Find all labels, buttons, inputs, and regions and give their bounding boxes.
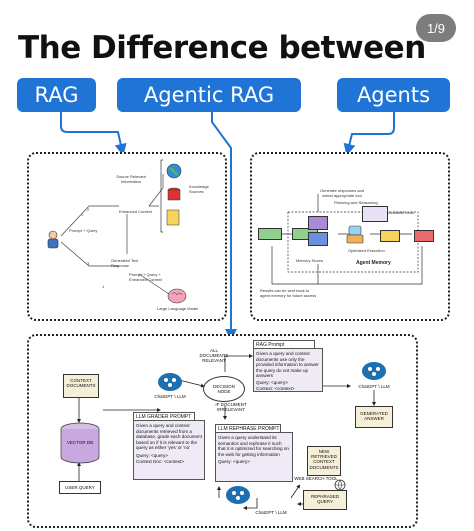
generated-answer-label: GENERATED ANSWER [360, 411, 388, 422]
robot-icon [346, 225, 364, 244]
memory-block [308, 232, 328, 246]
rag-prompt-context: Context: <context> [256, 385, 295, 391]
generated-answer-card: GENERATED ANSWER [355, 406, 393, 428]
page-title: The Difference between [18, 30, 426, 66]
tool-output-box [380, 230, 400, 242]
page-counter: 1/9 [416, 14, 456, 42]
rephrase-prompt-text: Given a query understand its semantics a… [218, 435, 289, 457]
web-search-label: WEB SEARCH TOOL [294, 476, 338, 481]
available-tools-box [362, 206, 388, 222]
agentic-connector [211, 112, 237, 341]
context-documents-label: CONTEXT DOCUMENTS [66, 378, 96, 389]
agents-diagram-panel: Generate responses and select appropriat… [250, 152, 450, 321]
vector-db-icon [60, 422, 100, 464]
user-query-label: USER QUERY [65, 485, 95, 490]
final-output-box [414, 230, 434, 242]
rag-connector [60, 112, 127, 156]
context-documents-card: CONTEXT DOCUMENTS [63, 374, 99, 398]
grader-prompt-doc: Context Doc: <context> [136, 458, 185, 464]
step-1-marker: 1 [81, 212, 84, 217]
llm-cloud-icon-3 [362, 362, 386, 380]
agentic-rag-lines [77, 354, 376, 510]
new-docs-label: NEW RETRIEVED CONTEXT DOCUMENTS [309, 449, 339, 470]
step-3-label: 3 [87, 261, 90, 266]
agents-diagram-lines [271, 194, 423, 285]
grader-prompt-text: Given a query and context documents retr… [136, 423, 202, 451]
all-docs-relevant-label: ALL DOCUMENTS RELEVANT [199, 348, 229, 364]
llm-cloud-icon-2 [226, 486, 250, 504]
llm-cloud-icon [158, 373, 182, 391]
prompt-query-label: Prompt + Query [69, 228, 98, 233]
rag-prompt-text: Given a query and context documents use … [256, 351, 319, 379]
grader-prompt-box: Given a query and context documents retr… [133, 420, 205, 480]
planning-block [308, 216, 328, 230]
rag-prompt-query: Query: <query> [256, 379, 288, 385]
sources-bracket [160, 159, 163, 233]
agent-input-box [258, 228, 282, 240]
prompt-query-context-label: Prompt + Query + Enhanced Context [129, 272, 162, 282]
tab-agents[interactable]: Agents [337, 78, 450, 112]
brain-icon [167, 288, 187, 304]
memory-store-label: Memory Stores [296, 258, 324, 263]
knowledge-sources-icons [166, 163, 182, 226]
chatgpt-llm-label-1: ChatGPT \ LLM [154, 394, 186, 399]
agents-connector [343, 112, 395, 156]
agent-memory-label: Agent Memory [356, 260, 391, 266]
decision-node: DECISION NODE [203, 376, 245, 402]
agentic-rag-diagram-panel: CONTEXT DOCUMENTS VECTOR DB USER QUERY C… [27, 334, 418, 528]
vector-db-label: VECTOR DB [66, 440, 94, 445]
rephrase-prompt-query: Query: <query> [218, 459, 250, 465]
decision-node-label: DECISION NODE [213, 383, 235, 394]
chatgpt-llm-label-3: ChatGPT \ LLM [358, 384, 390, 389]
rephrased-query-label: REPHRASED QUERY [310, 494, 339, 505]
relevant-info-label: Source Relevant Information [116, 174, 146, 184]
grader-prompt-query: Query: <query> [136, 452, 168, 458]
rag-prompt-box: Given a query and context documents use … [253, 348, 323, 392]
available-tools-label: Available tools [388, 210, 414, 215]
step-4-marker: 4 [102, 284, 105, 289]
rephrase-prompt-box: Given a query understand its semantics a… [215, 432, 293, 482]
web-search-icon [334, 479, 346, 491]
tab-rag[interactable]: RAG [17, 78, 96, 112]
enhanced-context-label: Enhanced Context [119, 209, 152, 214]
tab-agentic-rag[interactable]: Agentic RAG [117, 78, 301, 112]
user-icon [47, 230, 59, 249]
llm-label: Large Language Model [157, 306, 199, 311]
user-query-box: USER QUERY [59, 481, 101, 494]
not-relevant-label: IF DOCUMENT IRRELEVANT [215, 402, 247, 413]
rephrased-query-card: REPHRASED QUERY [303, 490, 347, 510]
rag-diagram-panel: Prompt + Query 2 3 Source Relevant Infor… [27, 152, 227, 321]
rag-diagram-lines [60, 174, 170, 295]
step-2-label: 2 [87, 207, 90, 212]
knowledge-sources-label: Knowledge Sources [189, 184, 209, 194]
bottom-note-label: Results can be sent back to agent memory… [260, 288, 317, 298]
new-docs-card: NEW RETRIEVED CONTEXT DOCUMENTS [307, 446, 341, 476]
tool-output-label: Optimized Execution [348, 248, 385, 253]
top-note-label: Generate responses and select appropriat… [319, 188, 365, 198]
planning-label: Planning and Reasoning [334, 200, 378, 205]
generated-response-label: Generated Text Response [111, 258, 139, 268]
chatgpt-llm-label-2: ChatGPT \ LLM [255, 510, 287, 515]
